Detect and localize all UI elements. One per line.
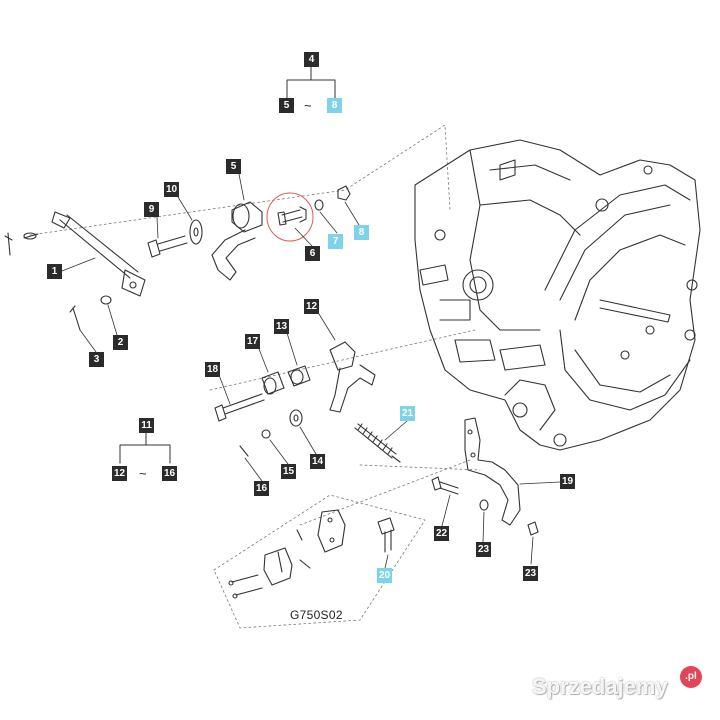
part-2-washer (100, 295, 112, 305)
part-5-lever (211, 201, 263, 281)
part-23-nut-b (527, 521, 539, 536)
callout-part-6: 6 (305, 246, 320, 261)
group-4-tilde: ~ (304, 98, 312, 113)
inset-bracket-assembly (228, 509, 346, 599)
group-4-range-start: 5 (279, 98, 294, 113)
part-13-bushing (287, 365, 311, 387)
callout-part-2: 2 (113, 335, 128, 350)
callout-part-12: 12 (304, 299, 319, 314)
part-19-bracket (464, 417, 521, 526)
callout-part-5: 5 (226, 159, 241, 174)
part-6-stud (277, 206, 307, 226)
part-14-washer (289, 409, 303, 427)
callout-part-22: 22 (434, 526, 449, 541)
callout-part-14: 14 (310, 454, 325, 469)
watermark-badge: .pl (680, 666, 702, 688)
part-7-washer (314, 199, 324, 211)
part-15-washer (261, 429, 271, 439)
group-11-range-start: 12 (112, 466, 127, 481)
part-10-washer (189, 219, 203, 245)
part-3-pin (69, 305, 81, 331)
part-18-bolt (214, 393, 265, 422)
part-20-bolt (377, 517, 395, 553)
diagram-code: G750S02 (290, 608, 343, 622)
group-4-label: 4 (304, 52, 319, 67)
clip-and-pin-left (4, 232, 39, 256)
part-23-nut-a (479, 499, 489, 511)
group-brackets (119, 64, 336, 464)
part-17-bushing (261, 371, 285, 395)
callout-part-23-a: 23 (476, 542, 491, 557)
transmission-housing (414, 139, 701, 451)
callout-part-13: 13 (274, 319, 289, 334)
callout-part-17: 17 (245, 334, 260, 349)
part-16-pin (239, 445, 249, 457)
callout-part-23-b: 23 (523, 566, 538, 581)
callout-part-3: 3 (89, 352, 104, 367)
group-11-range-end: 16 (162, 466, 177, 481)
part-1-rod (51, 211, 146, 297)
group-4-range-end: 8 (327, 98, 342, 113)
callout-part-21: 21 (400, 406, 415, 421)
dashed-guides (29, 124, 481, 629)
callout-part-18: 18 (205, 362, 220, 377)
part-21-spring (354, 423, 401, 463)
callout-part-10: 10 (164, 182, 179, 197)
part-8-nut (337, 185, 351, 201)
part-12-lever (329, 341, 376, 413)
group-11-tilde: ~ (139, 466, 147, 481)
callout-part-20: 20 (377, 568, 392, 583)
part-22-bolt (431, 476, 459, 495)
callout-part-7: 7 (328, 234, 343, 249)
watermark-text: Sprzedajemy (532, 674, 668, 699)
callout-part-1: 1 (47, 264, 62, 279)
group-11-label: 11 (139, 418, 154, 433)
leader-lines (61, 173, 561, 569)
part-9-bolt (147, 235, 188, 258)
callout-part-9: 9 (144, 202, 159, 217)
callout-part-16: 16 (254, 481, 269, 496)
callout-part-19: 19 (560, 474, 575, 489)
callout-part-8: 8 (354, 225, 369, 240)
highlight-ring (266, 192, 314, 242)
callout-part-15: 15 (281, 464, 296, 479)
